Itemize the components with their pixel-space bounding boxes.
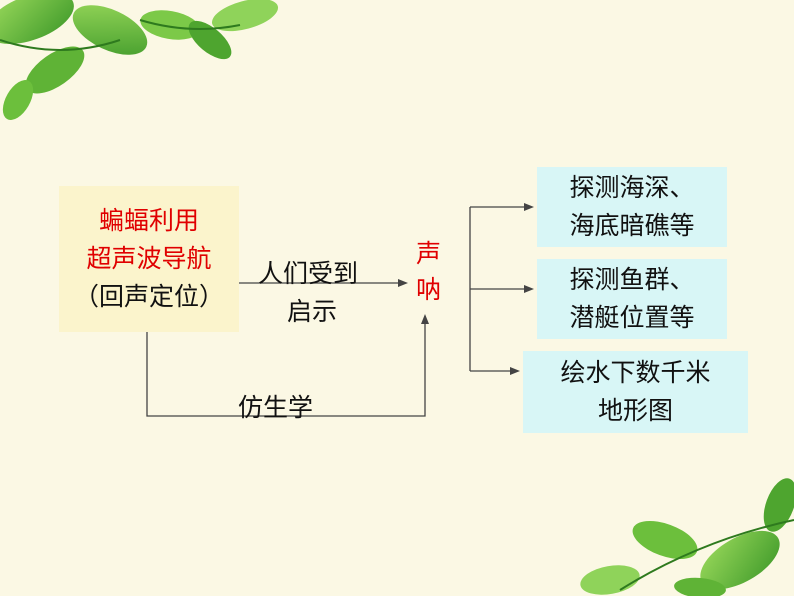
application-line-1: 绘水下数千米 <box>560 358 711 387</box>
source-box: 蝙蝠利用 超声波导航 （回声定位） <box>59 186 239 332</box>
application-line-2: 海底暗礁等 <box>569 211 695 240</box>
sonar-node: 声 呐 <box>416 236 441 308</box>
application-line-1: 探测鱼群、 <box>569 265 695 294</box>
sonar-char-1: 声 <box>416 239 442 268</box>
application-box-fish-submarine: 探测鱼群、 潜艇位置等 <box>537 259 727 339</box>
application-box-sea-depth: 探测海深、 海底暗礁等 <box>537 167 727 247</box>
diagram-connectors <box>146 203 534 417</box>
leaf-cluster-top-left <box>0 0 279 120</box>
edge-label-inspire-1: 人们受到 <box>258 259 359 288</box>
application-line-2: 潜艇位置等 <box>569 303 695 332</box>
application-line-2: 地形图 <box>597 396 673 425</box>
sonar-char-2: 呐 <box>416 275 442 304</box>
application-box-seabed-map: 绘水下数千米 地形图 <box>523 351 748 433</box>
application-line-1: 探测海深、 <box>569 173 695 202</box>
source-line-3: （回声定位） <box>73 282 224 311</box>
edge-label-inspire-2: 启示 <box>287 297 338 326</box>
leaf-cluster-bottom-right <box>580 478 794 596</box>
edge-label-bionics: 仿生学 <box>238 393 314 422</box>
source-line-1: 蝙蝠利用 <box>98 206 199 235</box>
source-line-2: 超声波导航 <box>86 244 212 273</box>
